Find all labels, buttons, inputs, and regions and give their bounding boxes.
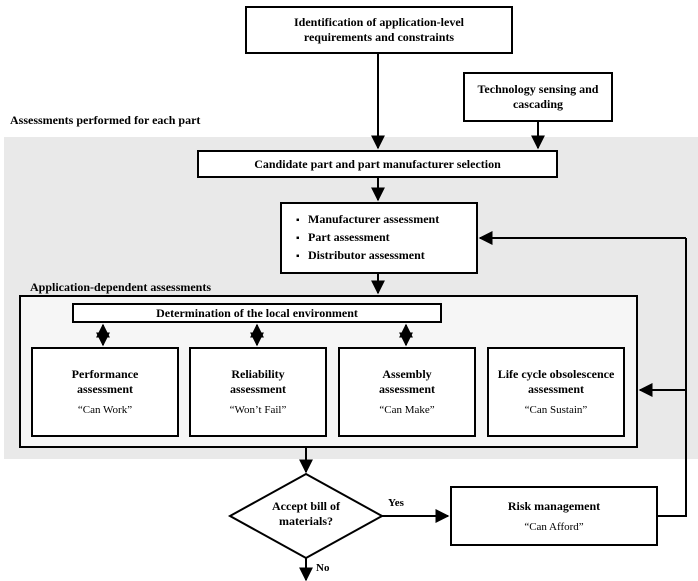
reliability-assessment-box: Reliability assessment “Won’t Fail” bbox=[189, 347, 327, 437]
assembly-assessment-quote: “Can Make” bbox=[379, 404, 435, 416]
decision-text: Accept bill of materials? bbox=[272, 499, 340, 528]
decision-yes-label: Yes bbox=[388, 497, 404, 509]
assessment-list: Manufacturer assessment Part assessment … bbox=[296, 211, 439, 265]
risk-management-quote: “Can Afford” bbox=[524, 520, 584, 533]
assembly-assessment-title: Assembly assessment bbox=[379, 367, 435, 396]
tech-sensing-text: Technology sensing and cascading bbox=[477, 82, 599, 111]
distributor-assessment-item: Distributor assessment bbox=[296, 247, 439, 265]
reliability-assessment-quote: “Won’t Fail” bbox=[229, 404, 287, 416]
risk-management-title: Risk management bbox=[507, 498, 601, 513]
performance-assessment-box: Performance assessment “Can Work” bbox=[31, 347, 179, 437]
candidate-selection-text: Candidate part and part manufacturer sel… bbox=[254, 156, 501, 171]
performance-assessment-quote: “Can Work” bbox=[77, 404, 133, 416]
assessment-list-box: Manufacturer assessment Part assessment … bbox=[280, 202, 478, 274]
candidate-selection-box: Candidate part and part manufacturer sel… bbox=[197, 150, 558, 178]
reliability-assessment-title: Reliability assessment bbox=[230, 367, 286, 396]
feedback-loop-line bbox=[658, 238, 687, 517]
local-environment-box: Determination of the local environment bbox=[72, 303, 442, 323]
requirements-box: Identification of application-level requ… bbox=[245, 6, 513, 54]
obsolescence-assessment-title: Life cycle obsolescence assessment bbox=[497, 367, 615, 396]
app-dependent-label: Application-dependent assessments bbox=[30, 280, 212, 294]
obsolescence-assessment-box: Life cycle obsolescence assessment “Can … bbox=[487, 347, 625, 437]
requirements-text: Identification of application-level requ… bbox=[294, 15, 464, 44]
obsolescence-assessment-quote: “Can Sustain” bbox=[524, 404, 588, 416]
assembly-assessment-box: Assembly assessment “Can Make” bbox=[338, 347, 476, 437]
manufacturer-assessment-item: Manufacturer assessment bbox=[296, 211, 439, 229]
decision-no-label: No bbox=[316, 562, 330, 574]
risk-management-box: Risk management “Can Afford” bbox=[450, 486, 658, 546]
local-environment-text: Determination of the local environment bbox=[156, 305, 358, 320]
region-label: Assessments performed for each part bbox=[10, 113, 201, 127]
performance-assessment-title: Performance assessment bbox=[71, 367, 139, 396]
part-assessment-item: Part assessment bbox=[296, 229, 439, 247]
tech-sensing-box: Technology sensing and cascading bbox=[463, 72, 613, 122]
